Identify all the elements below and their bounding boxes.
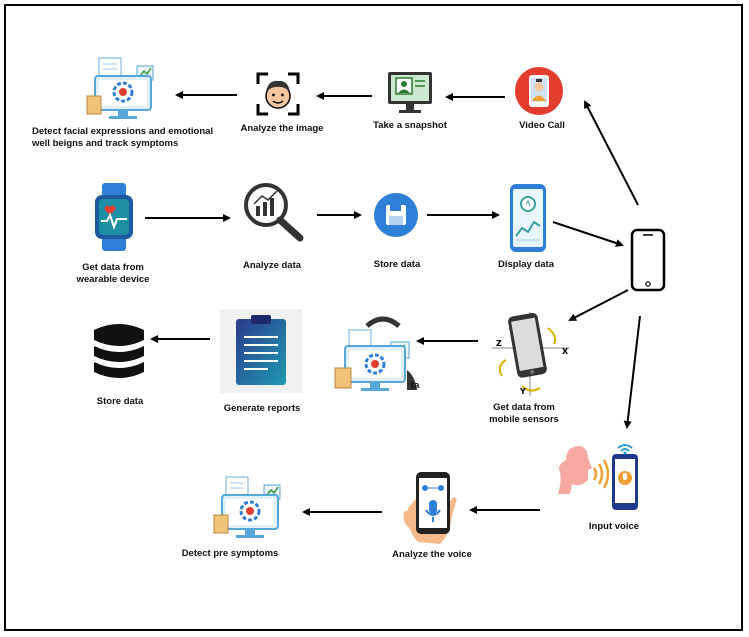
mobile-sensors-label: Get data from mobile sensors	[489, 402, 559, 425]
database-icon	[94, 324, 144, 378]
arrow-display-to-phone	[552, 221, 624, 247]
analytics-computer-icon	[334, 316, 417, 391]
clipboard-report-icon	[220, 309, 302, 393]
axis-y-text: Y	[519, 387, 526, 396]
analytics-computer-icon	[213, 476, 281, 538]
video-call-icon	[515, 67, 563, 115]
axis-z-text: Z	[496, 339, 502, 348]
wearable-label: Get data from wearable device	[76, 262, 150, 285]
save-disk-icon	[374, 193, 418, 237]
display-data-label: Display data	[498, 259, 554, 270]
arrow-phone-to-voice	[623, 315, 641, 429]
store-data-left-label: Store data	[96, 396, 144, 407]
phone-sensors-icon: Z X Y	[492, 312, 570, 396]
smartphone-icon	[630, 228, 666, 292]
arrow-phone-to-sensors	[568, 289, 629, 321]
input-voice-label: Input voice	[588, 521, 640, 532]
magnifier-chart-icon	[244, 183, 304, 242]
phone-graph-icon	[510, 184, 546, 252]
hand-phone-voice-icon	[403, 472, 457, 544]
analyze-partial-label: ta	[411, 380, 420, 391]
analytics-computer-icon	[86, 57, 154, 119]
store-data-mid-label: Store data	[373, 259, 421, 270]
analyze-data-label: Analyze data	[242, 260, 302, 271]
analyze-voice-label: Analyze the voice	[392, 549, 472, 560]
axis-x-text: X	[562, 347, 569, 356]
face-scan-icon	[256, 72, 300, 116]
arrow-phone-to-videocall	[584, 100, 639, 206]
video-call-label: Video Call	[519, 120, 565, 131]
detect-pre-label: Detect pre symptoms	[181, 548, 279, 559]
take-snapshot-label: Take a snapshot	[373, 120, 447, 131]
monitor-snapshot-icon	[388, 72, 432, 113]
detect-facial-label: Detect facial expressions and emotional …	[32, 126, 214, 149]
analyze-image-label: Analyze the image	[240, 123, 324, 134]
voice-input-icon	[558, 444, 638, 510]
smartwatch-icon	[95, 183, 133, 251]
generate-reports-label: Generate reports	[223, 403, 301, 414]
